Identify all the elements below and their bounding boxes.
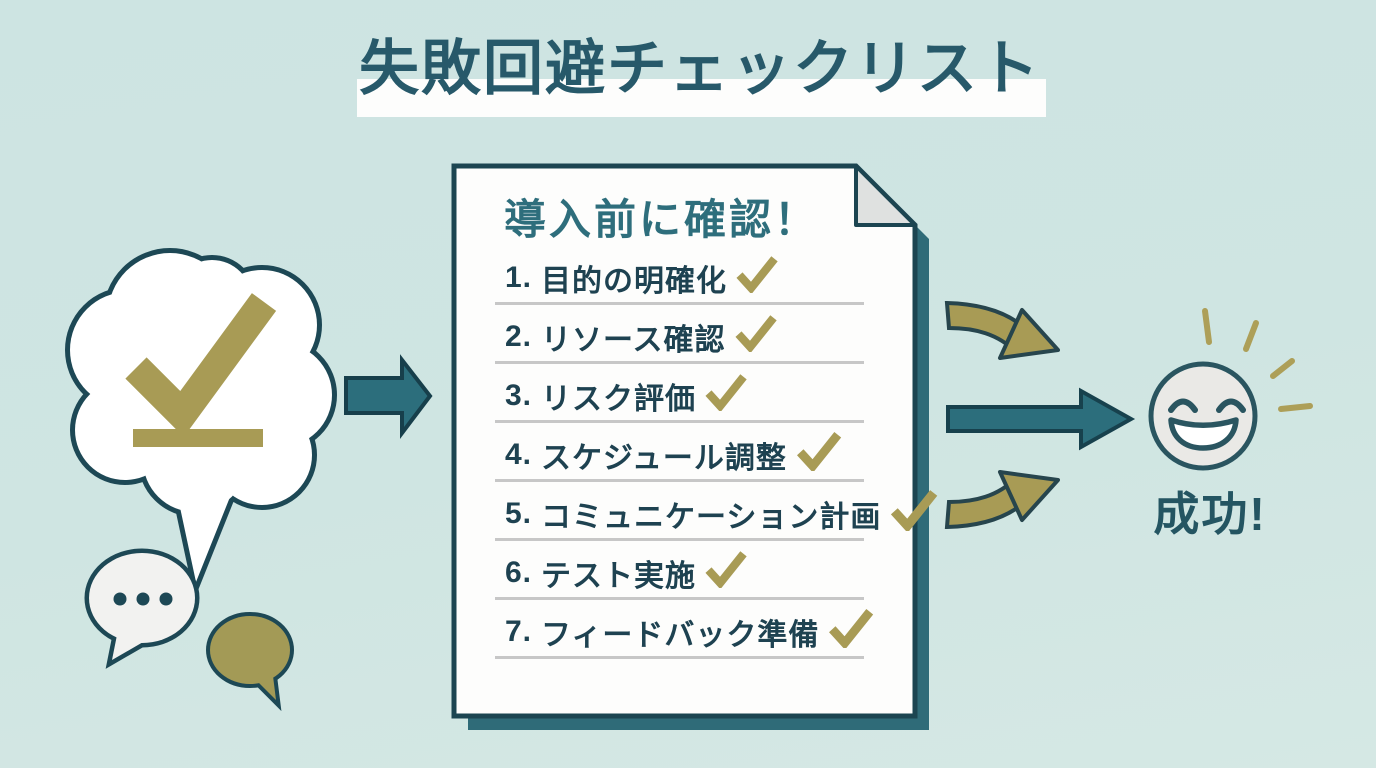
item-number: 5. <box>505 497 533 530</box>
item-label: フィードバック準備 <box>541 619 820 652</box>
curved-arrow-bottom-icon <box>944 470 1060 530</box>
item-number: 2. <box>505 320 533 353</box>
item-label: 目的の明確化 <box>541 265 728 298</box>
checklist-item: 3. リスク評価 <box>495 364 864 423</box>
smiley-left-eye <box>1168 398 1198 413</box>
checklist-item: 4. スケジュール調整 <box>495 423 864 482</box>
checklist-item: 6. テスト実施 <box>495 541 864 600</box>
thought-bubble-icon <box>65 248 337 600</box>
item-number: 3. <box>505 379 533 412</box>
paper-fold-corner <box>854 164 917 227</box>
sparkle-rays-icon <box>1202 308 1313 412</box>
straight-arrow-icon <box>946 387 1136 451</box>
check-icon-large <box>125 293 277 437</box>
checklist-item: 1. 目的の明確化 <box>495 246 864 305</box>
check-icon <box>796 432 842 471</box>
item-label: リソース確認 <box>541 324 726 357</box>
checklist-content: 導入前に確認！ 1. 目的の明確化 2. リソース確認 3. リスク評価 <box>452 164 938 718</box>
typing-bubble-icon <box>84 548 200 669</box>
item-number: 4. <box>505 438 533 471</box>
checklist-header: 導入前に確認！ <box>504 196 820 243</box>
item-number: 1. <box>505 261 533 294</box>
check-icon <box>705 551 747 588</box>
page-title: 失敗回避チェックリスト <box>359 35 1041 102</box>
checklist-item: 5. コミュニケーション計画 <box>495 482 938 541</box>
check-icon <box>829 609 874 648</box>
checklist-item: 7. フィードバック準備 <box>495 600 874 659</box>
arrow-right-icon <box>344 354 433 439</box>
checklist-item: 2. リソース確認 <box>495 305 864 364</box>
curved-arrow-top-icon <box>944 300 1060 360</box>
check-icon <box>705 374 747 411</box>
success-label: 成功! <box>1153 488 1267 540</box>
smiley-right-eye <box>1216 398 1246 413</box>
item-label: テスト実施 <box>541 560 697 593</box>
check-icon <box>736 256 778 293</box>
item-number: 7. <box>505 615 533 648</box>
check-icon <box>891 490 938 531</box>
check-icon <box>735 315 777 352</box>
title-highlight-bar <box>357 79 1046 117</box>
check-underline <box>133 429 263 447</box>
smiley-mouth <box>1168 417 1239 451</box>
typing-dots <box>113 592 173 606</box>
item-number: 6. <box>505 556 533 589</box>
item-label: スケジュール調整 <box>541 442 787 475</box>
speech-bubble-icon <box>206 612 294 712</box>
item-label: リスク評価 <box>541 383 697 416</box>
item-label: コミュニケーション計画 <box>541 501 882 534</box>
checklist-items: 1. 目的の明確化 2. リソース確認 3. リスク評価 <box>495 246 938 659</box>
smiley-face-icon <box>1148 361 1258 471</box>
